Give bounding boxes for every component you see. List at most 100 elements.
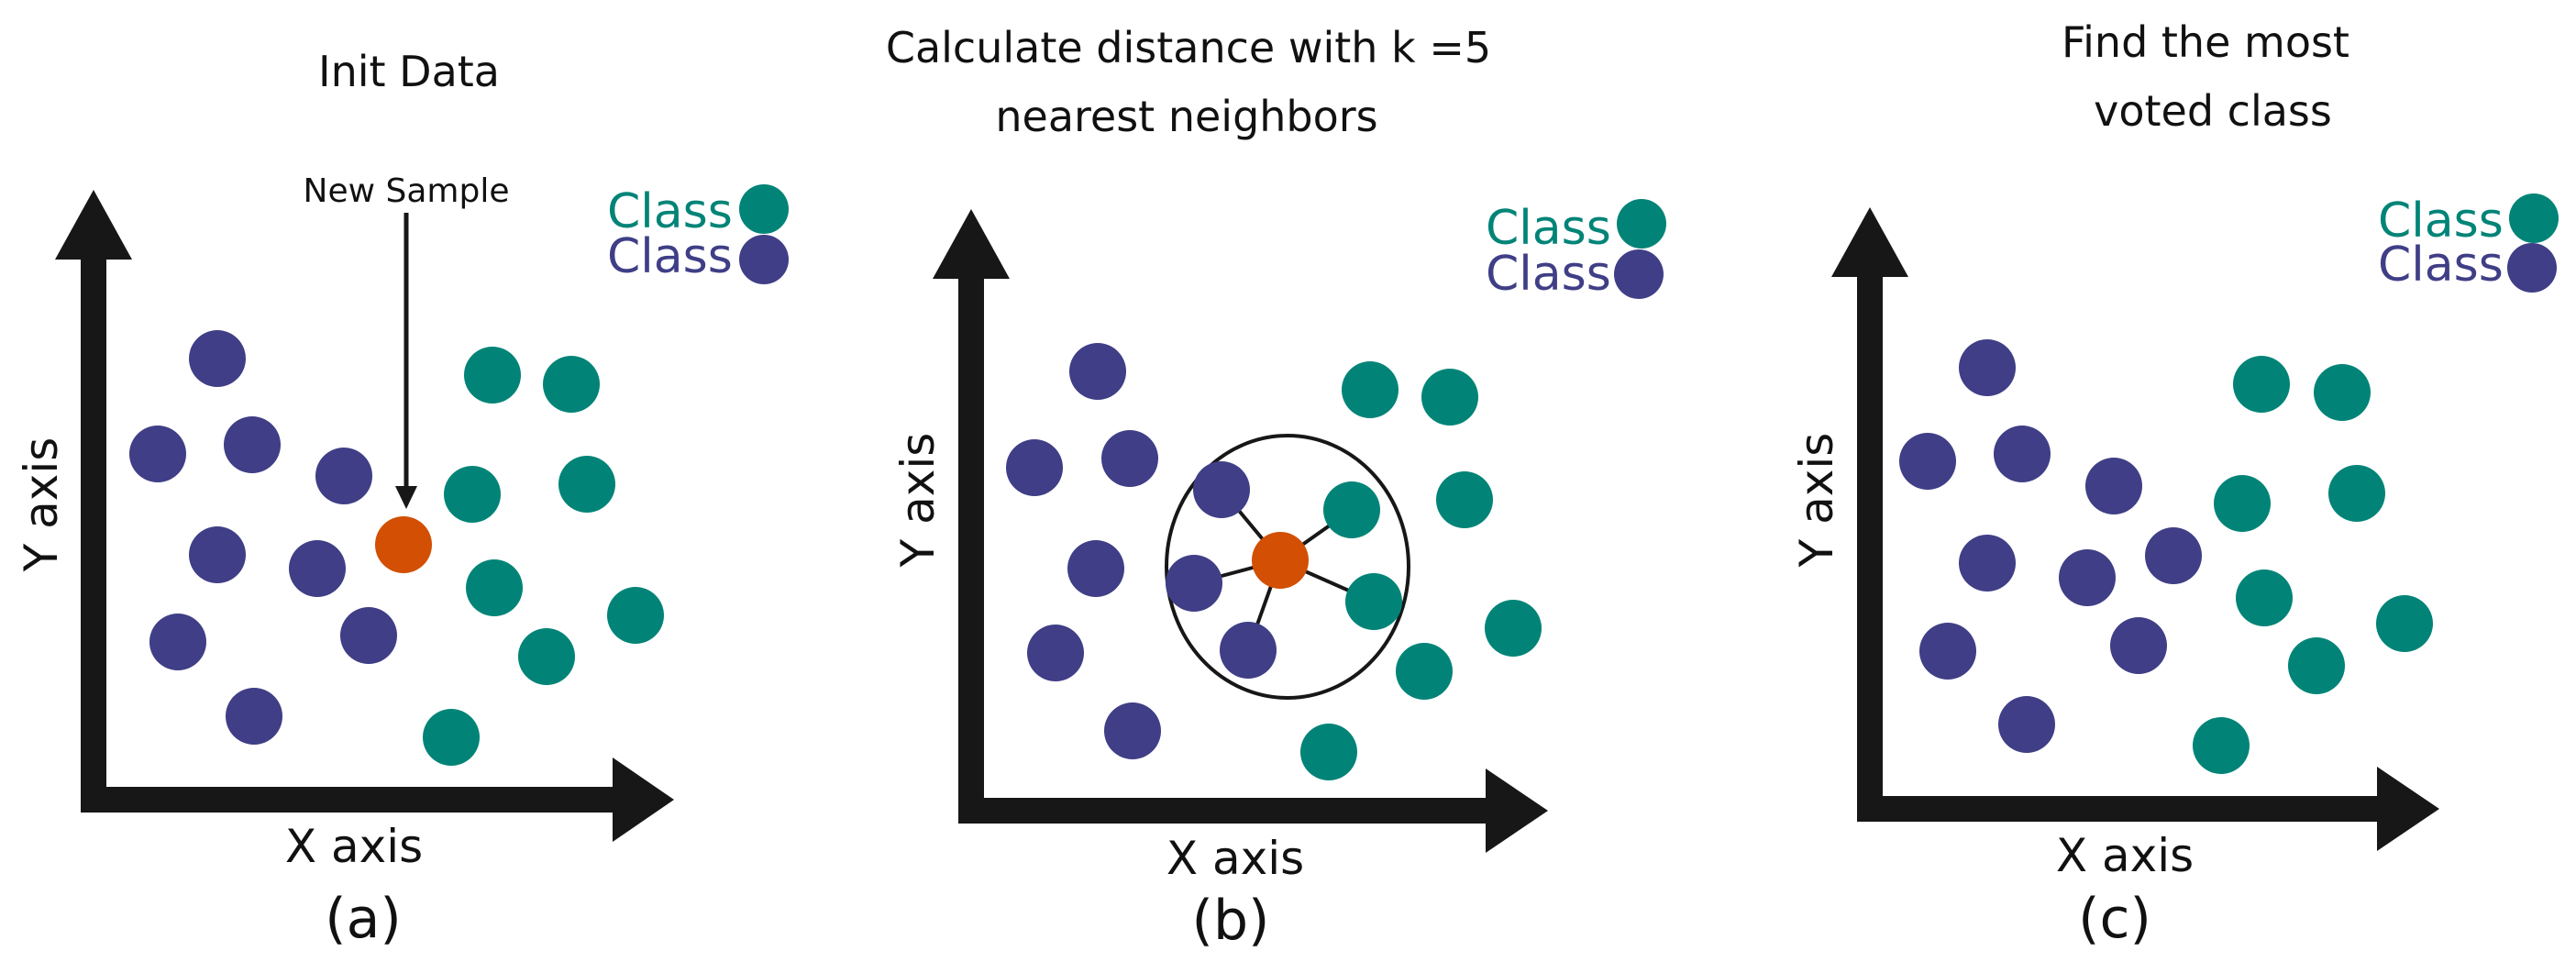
panel-b-y-axis-label: Y axis <box>891 433 945 569</box>
purple-point <box>2059 549 2116 606</box>
purple-point <box>1104 702 1161 759</box>
panel-b-points <box>1006 343 1542 780</box>
legend-teal-dot <box>2509 194 2559 243</box>
teal-point <box>558 456 615 513</box>
purple-point <box>315 448 372 504</box>
purple-point <box>189 526 246 583</box>
panel-b-axes <box>933 209 1548 853</box>
legend-class-teal-label: Class <box>1486 201 1611 256</box>
purple-point <box>1919 623 1976 680</box>
purple-point <box>129 426 186 482</box>
purple-point <box>1959 535 2016 592</box>
new-sample-point <box>1252 532 1309 589</box>
panel-a-caption: (a) <box>325 887 402 951</box>
panel-c-caption: (c) <box>2078 887 2151 951</box>
purple-point <box>1027 625 1084 681</box>
purple-point <box>2110 617 2167 674</box>
purple-point <box>1166 555 1222 612</box>
teal-point <box>1342 361 1399 418</box>
panel-a-x-axis-label: X axis <box>285 820 423 873</box>
purple-point <box>1220 622 1277 679</box>
purple-point <box>2085 458 2142 514</box>
new-sample-label: New Sample <box>304 172 510 210</box>
purple-point <box>1101 430 1158 487</box>
teal-point <box>2314 364 2371 421</box>
teal-point <box>1421 369 1478 426</box>
legend-purple-dot <box>2507 243 2557 293</box>
new-sample-arrow-head <box>395 486 417 509</box>
panel-c: Find the most voted class Y axis X axis … <box>1790 17 2559 951</box>
legend-class-purple-label: Class <box>1486 247 1611 302</box>
panel-c-y-axis-arrowhead <box>1831 207 1908 277</box>
panel-a-axes <box>55 190 674 842</box>
legend-purple-dot <box>739 235 789 284</box>
panel-c-y-axis-label: Y axis <box>1790 433 1843 569</box>
teal-point <box>1436 471 1493 528</box>
teal-point <box>2376 595 2433 652</box>
panel-c-title-line1: Find the most <box>2062 17 2349 67</box>
panel-a-points <box>129 330 664 766</box>
purple-point <box>1998 696 2055 753</box>
teal-point <box>444 466 501 523</box>
purple-point <box>1994 426 2051 482</box>
panel-b-legend: Class Class <box>1486 199 1666 302</box>
panel-a-x-axis-arrowhead <box>613 757 674 842</box>
panel-a-title: Init Data <box>318 47 500 96</box>
panel-c-x-axis-label: X axis <box>2056 829 2194 882</box>
panel-a-y-axis-label: Y axis <box>15 437 68 573</box>
purple-point <box>340 607 397 664</box>
teal-point <box>1345 573 1402 630</box>
panel-c-points <box>1899 339 2433 774</box>
neighborhood-circle <box>1165 434 1410 700</box>
purple-point <box>1899 433 1956 490</box>
teal-point <box>1300 724 1357 780</box>
teal-point <box>518 628 575 685</box>
panel-a-y-axis-arrowhead <box>55 190 132 260</box>
panel-b-x-axis-arrowhead <box>1486 768 1548 853</box>
legend-class-teal-label: Class <box>2378 194 2504 249</box>
teal-point <box>2193 717 2250 774</box>
purple-point <box>1069 343 1126 400</box>
panel-b-y-axis-arrowhead <box>933 209 1010 279</box>
panel-c-title-line2: voted class <box>2094 86 2332 136</box>
teal-point <box>464 347 521 404</box>
teal-point <box>607 587 664 644</box>
legend-teal-dot <box>1617 199 1666 249</box>
purple-point <box>1067 540 1124 597</box>
teal-point <box>1323 481 1380 538</box>
teal-point <box>2214 475 2271 532</box>
panel-b: Calculate distance with k =5 nearest nei… <box>886 23 1666 953</box>
teal-point <box>543 356 600 413</box>
legend-class-teal-label: Class <box>607 184 733 239</box>
panel-a: Init Data Y axis X axis (a) New Sample C… <box>15 47 789 951</box>
teal-point <box>2328 465 2385 522</box>
purple-point <box>1193 461 1250 518</box>
panel-b-title-line2: nearest neighbors <box>995 92 1377 141</box>
legend-class-purple-label: Class <box>2378 238 2504 293</box>
panel-c-axes <box>1831 207 2439 851</box>
teal-point <box>1485 600 1542 657</box>
purple-point <box>149 614 206 670</box>
purple-point <box>1959 339 2016 396</box>
purple-point <box>289 540 346 597</box>
purple-point <box>2145 527 2202 584</box>
panel-b-x-axis-label: X axis <box>1166 832 1304 885</box>
teal-point <box>2288 637 2345 694</box>
panel-c-x-axis-arrowhead <box>2377 767 2439 851</box>
teal-point <box>1396 643 1453 700</box>
purple-point <box>226 688 282 745</box>
teal-point <box>2233 356 2290 413</box>
new-sample-point <box>375 516 432 573</box>
purple-point <box>189 330 246 387</box>
legend-class-purple-label: Class <box>607 229 733 284</box>
panel-b-caption: (b) <box>1192 889 1270 953</box>
teal-point <box>423 709 480 766</box>
panel-a-legend: Class Class <box>607 184 789 284</box>
teal-point <box>466 559 523 616</box>
legend-purple-dot <box>1614 249 1664 299</box>
panel-b-title-line1: Calculate distance with k =5 <box>886 23 1491 72</box>
purple-point <box>224 416 281 473</box>
panel-c-legend: Class Class <box>2378 194 2559 293</box>
teal-point <box>2236 569 2293 626</box>
